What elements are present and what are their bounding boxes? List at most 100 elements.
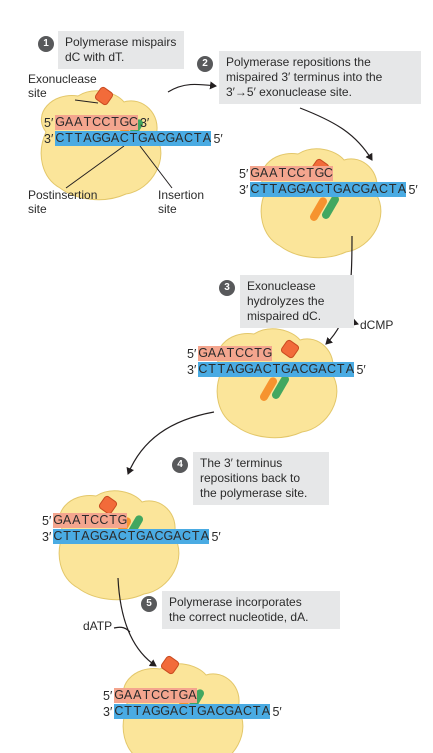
nucleotide: G [287, 182, 297, 196]
nucleotide: A [72, 513, 81, 527]
step-2-line-1: Polymerase repositions the [226, 55, 371, 69]
strand-end-left: 3′ [42, 529, 52, 544]
strand-end-left: 3′ [239, 182, 249, 197]
nucleotide: C [182, 529, 192, 543]
nucleotide: G [224, 704, 235, 718]
step-4-line-1: The 3′ terminus [200, 456, 283, 470]
strand-end-left: 3′ [44, 131, 54, 146]
step-4-line-3: the polymerase site. [200, 486, 308, 500]
nucleotide: G [101, 131, 111, 145]
nucleotide: A [305, 182, 315, 196]
nucleotide: G [163, 529, 174, 543]
polymerase-4 [58, 490, 180, 601]
nucleotide: G [160, 704, 170, 718]
strand-end-left: 5′ [103, 688, 113, 703]
nucleotide: C [296, 166, 306, 180]
nucleotide: G [178, 688, 189, 702]
nucleotide: C [178, 704, 188, 718]
panel-5-exonuclease-site [160, 655, 180, 675]
nucleotide: A [207, 346, 217, 360]
nucleotide: G [119, 115, 130, 129]
step-1-box: Polymerase mispairs dC with dT. [58, 31, 184, 69]
nucleotide: A [342, 182, 351, 196]
nucleotide: G [99, 529, 109, 543]
nucleotide: C [128, 115, 138, 129]
nucleotide: C [235, 346, 245, 360]
step-3-line-1: Exonuclease [247, 279, 316, 293]
step-2-number: 2 [197, 56, 213, 72]
nucleotide: G [196, 704, 207, 718]
postinsertion-site-label-line-2: site [28, 202, 47, 216]
step-5-line-1: Polymerase incorporates [169, 595, 302, 609]
nucleotide: C [156, 131, 166, 145]
nucleotide: G [55, 115, 66, 129]
nucleotide: A [202, 131, 212, 145]
strand-end-right: 5′ [211, 529, 221, 544]
nucleotide: G [332, 182, 343, 196]
nucleotide: T [170, 688, 178, 702]
panel-3-postinsertion-site [260, 377, 277, 401]
nucleotide: C [314, 182, 324, 196]
nucleotide: A [123, 688, 133, 702]
nucleotide: G [53, 513, 64, 527]
strand-end-right: 5′ [408, 182, 418, 197]
nucleotide: C [250, 182, 260, 196]
nucleotide: T [278, 166, 287, 180]
nucleotide: T [65, 131, 73, 145]
strand-end-right: 5′ [356, 362, 366, 377]
nucleotide: C [215, 704, 225, 718]
insertion-site-label-line-1: Insertion [158, 188, 205, 202]
insertion-site-label-line-2: site [158, 202, 177, 216]
strand-end-right: 5′ [213, 131, 223, 146]
nucleotide: A [318, 362, 327, 376]
step-4-line-2: repositions back to [200, 471, 301, 485]
nucleotide: T [306, 166, 314, 180]
nucleotide: T [217, 362, 226, 376]
nucleotide: A [253, 362, 263, 376]
dcmp-label: dCMP [360, 318, 394, 332]
nucleotide: C [117, 529, 127, 543]
datp-input-line [113, 626, 131, 633]
nucleotide: T [124, 704, 132, 718]
step-2-line-3: 3′→5′ exonuclease site. [226, 85, 352, 99]
nucleotide: C [53, 529, 63, 543]
nucleotide: C [92, 115, 102, 129]
nucleotide: T [191, 529, 200, 543]
nucleotide: G [360, 182, 371, 196]
nucleotide: A [278, 182, 287, 196]
nucleotide: A [145, 529, 154, 543]
step-1-line-2: dC with dT. [65, 50, 125, 64]
postinsertion-site-label-line-1: Postinsertion [28, 188, 98, 202]
nucleotide: T [83, 115, 92, 129]
nucleotide: A [108, 529, 118, 543]
nucleotide: C [90, 513, 100, 527]
nucleotide: A [269, 166, 278, 180]
nucleotide: G [165, 131, 176, 145]
nucleotide: G [92, 131, 102, 145]
nucleotide: A [290, 362, 299, 376]
nucleotide: T [254, 346, 262, 360]
strand-end-left: 5′ [42, 513, 52, 528]
nucleotide: T [127, 529, 136, 543]
nucleotide: G [90, 529, 100, 543]
exonuclease-leader-line [74, 99, 99, 104]
nucleotide: C [244, 346, 254, 360]
nucleotide: T [226, 346, 235, 360]
nucleotide: A [259, 166, 269, 180]
nucleotide: T [252, 704, 261, 718]
nucleotide: T [188, 704, 197, 718]
nucleotide: C [243, 704, 253, 718]
step-2-line-2: mispaired 3′ terminus into the [226, 70, 383, 84]
